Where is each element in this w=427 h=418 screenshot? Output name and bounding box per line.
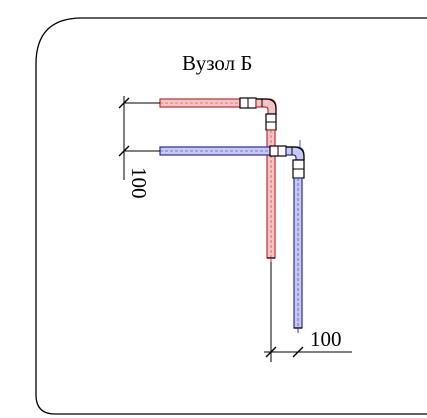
horizontal-dimension-label: 100 — [310, 327, 342, 351]
vertical-dimension: 100 — [118, 96, 160, 199]
detail-title: Вузол Б — [182, 51, 252, 75]
detail-frame — [35, 17, 427, 415]
horizontal-dimension: 100 — [264, 262, 352, 362]
blue-pipe — [156, 140, 305, 333]
red-pipe — [156, 97, 277, 262]
vertical-dimension-label: 100 — [127, 167, 151, 199]
